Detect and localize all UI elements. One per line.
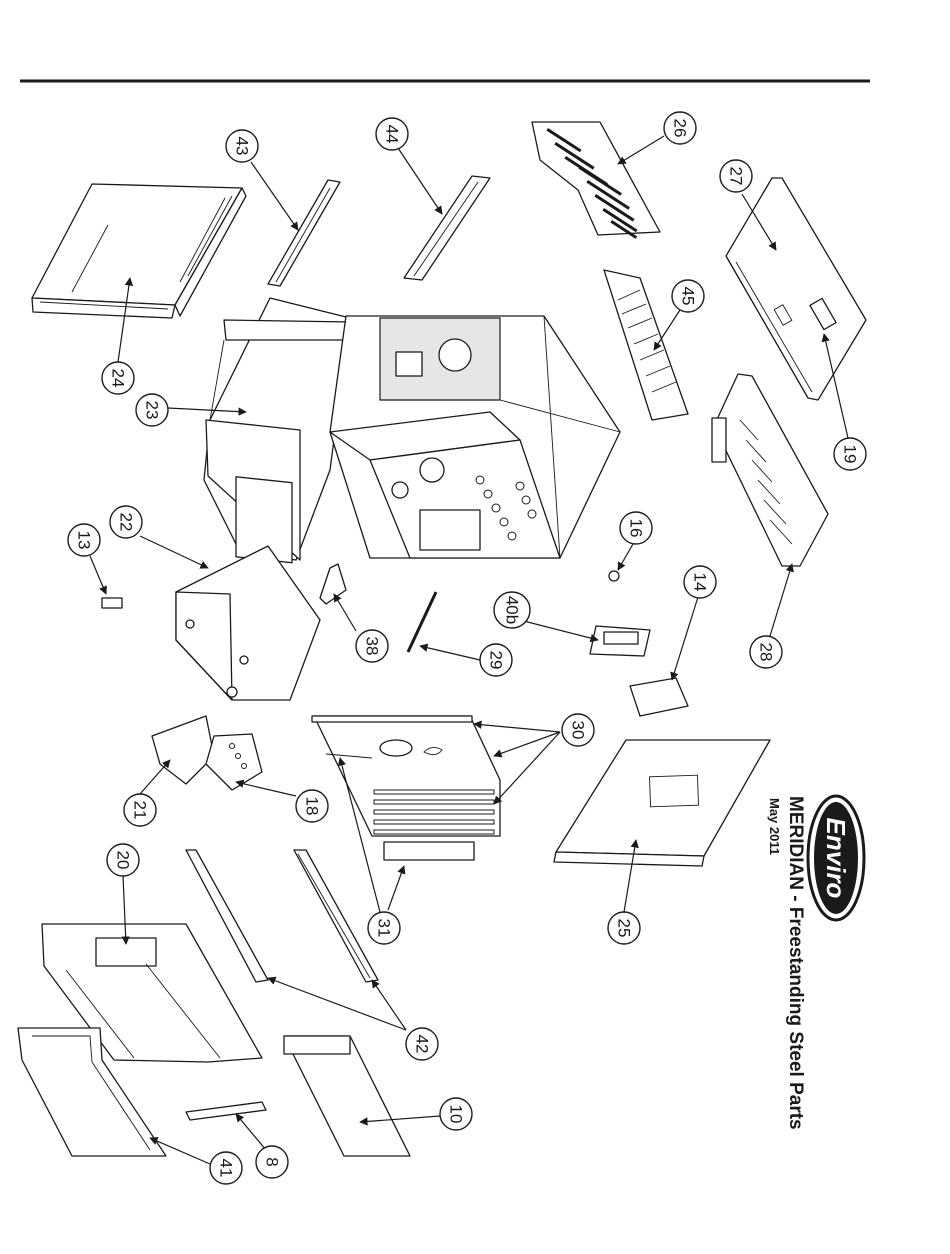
part-28-plate — [712, 374, 828, 566]
callout-24-label: 24 — [109, 369, 128, 388]
callout-28-label: 28 — [757, 643, 776, 662]
callout-40b: 40b — [494, 592, 530, 628]
callout-31-label: 31 — [375, 919, 394, 938]
callout-26: 26 — [664, 112, 696, 144]
callout-16: 16 — [620, 512, 652, 544]
callout-8-label: 8 — [263, 1157, 282, 1166]
part-10-cover — [284, 1036, 410, 1156]
callout-22: 22 — [110, 506, 142, 538]
callout-30: 30 — [562, 714, 594, 746]
callout-29: 29 — [480, 644, 512, 676]
part-22-housing — [176, 546, 320, 700]
part-40b-bracket — [590, 626, 650, 656]
callout-10: 10 — [440, 1098, 472, 1130]
callout-21-label: 21 — [131, 801, 150, 820]
callout-45: 45 — [672, 280, 704, 312]
callout-31: 31 — [368, 912, 400, 944]
part-24-top-panel — [32, 184, 246, 318]
callout-27: 27 — [720, 160, 752, 192]
callout-23-label: 23 — [143, 401, 162, 420]
callout-42: 42 — [406, 1028, 438, 1060]
callout-19-label: 19 — [841, 445, 860, 464]
callout-16-label: 16 — [627, 519, 646, 538]
brand-logo: Enviro — [808, 796, 864, 920]
part-8-handle — [186, 1102, 266, 1120]
callout-8: 8 — [256, 1146, 288, 1178]
callout-29-label: 29 — [487, 651, 506, 670]
callout-19: 19 — [834, 438, 866, 470]
callout-30-label: 30 — [569, 721, 588, 740]
part-27-side-panel — [726, 178, 866, 400]
callout-42-label: 42 — [413, 1035, 432, 1054]
part-38-igniter — [320, 564, 346, 604]
callout-27-label: 27 — [727, 167, 746, 186]
callout-40b-label: 40b — [503, 596, 522, 624]
callout-44: 44 — [376, 118, 408, 150]
part-18-pot — [206, 734, 262, 790]
callout-38-label: 38 — [363, 637, 382, 656]
callout-41: 41 — [210, 1152, 242, 1184]
callout-13: 13 — [68, 524, 100, 556]
callout-20: 20 — [107, 844, 139, 876]
part-26-grille — [532, 122, 660, 239]
callout-18-label: 18 — [303, 797, 322, 816]
callout-41-label: 41 — [217, 1159, 236, 1178]
document-title: MERIDIAN - Freestanding Steel Parts — [785, 796, 806, 1130]
callout-14-label: 14 — [691, 573, 710, 592]
part-14-plate — [630, 678, 688, 716]
callout-45-label: 45 — [679, 287, 698, 306]
part-16-knob — [609, 571, 619, 581]
part-21-box — [152, 716, 214, 784]
callout-21: 21 — [124, 794, 156, 826]
main-chassis — [330, 316, 620, 558]
part-44-rail — [404, 176, 490, 280]
part-42-rails — [186, 850, 378, 982]
callout-43: 43 — [226, 130, 258, 162]
part-25-tray — [554, 740, 770, 866]
callout-23: 23 — [136, 394, 168, 426]
callout-25: 25 — [608, 912, 640, 944]
callout-25-label: 25 — [615, 919, 634, 938]
callout-18: 18 — [296, 790, 328, 822]
callout-22-label: 22 — [117, 513, 136, 532]
brand-name: Enviro — [821, 818, 851, 899]
callout-20-label: 20 — [114, 851, 133, 870]
part-43-rail — [268, 180, 340, 286]
callout-43-label: 43 — [233, 137, 252, 156]
callout-13-label: 13 — [75, 531, 94, 550]
callout-28: 28 — [750, 636, 782, 668]
title-block: MERIDIAN - Freestanding Steel Parts May … — [767, 796, 806, 1130]
callout-26-label: 26 — [671, 119, 690, 138]
part-13-clip — [102, 598, 122, 608]
callout-14: 14 — [684, 566, 716, 598]
callout-44-label: 44 — [383, 125, 402, 144]
callout-38: 38 — [356, 630, 388, 662]
document-date: May 2011 — [767, 798, 782, 855]
callout-24: 24 — [102, 362, 134, 394]
callout-10-label: 10 — [447, 1105, 466, 1124]
part-29-rod — [408, 592, 436, 652]
part-30-panel — [312, 716, 500, 836]
